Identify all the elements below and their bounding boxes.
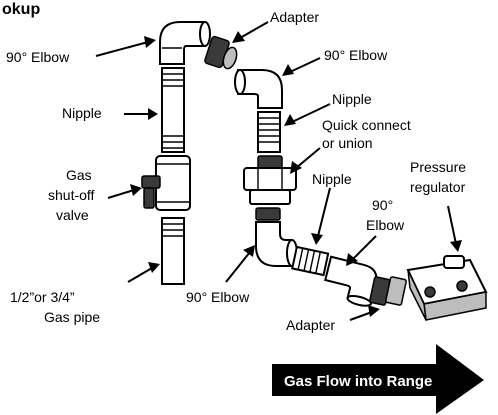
nipple-right-fitting	[258, 112, 280, 152]
elbow-top-left-fitting	[160, 22, 210, 64]
label-elbow-lower-right-1: 90°	[372, 197, 393, 213]
nipple-left-fitting	[162, 68, 184, 152]
quick-connect-union-fitting	[244, 156, 296, 204]
label-elbow-bottom: 90° Elbow	[186, 289, 250, 305]
label-gas-valve-1: Gas	[66, 167, 92, 183]
label-gas-valve-3: valve	[56, 207, 89, 223]
label-gas-pipe-1: 1/2”or 3/4”	[10, 289, 75, 305]
label-elbow-top-left: 90° Elbow	[6, 49, 70, 65]
label-elbow-top-right: 90° Elbow	[324, 47, 388, 63]
label-elbow-lower-right-2: Elbow	[366, 217, 405, 233]
heading-fragment: okup	[2, 1, 40, 18]
label-nipple-right: Nipple	[332, 91, 372, 107]
label-quick-connect-2: or union	[322, 135, 373, 151]
label-adapter-top: Adapter	[270, 9, 319, 25]
gas-flow-label: Gas Flow into Range	[284, 373, 432, 390]
label-gas-valve-2: shut-off	[48, 187, 95, 203]
elbow-top-right-fitting	[235, 70, 282, 108]
label-adapter-bottom: Adapter	[286, 317, 335, 333]
adapter-bottom-fitting	[369, 277, 406, 306]
label-pressure-regulator-1: Pressure	[410, 159, 466, 175]
label-nipple-left: Nipple	[62, 105, 102, 121]
gas-pipe-fitting	[162, 218, 184, 284]
gas-shutoff-valve-fitting	[142, 156, 190, 210]
elbow-bottom-fitting	[256, 208, 297, 266]
label-nipple-lower: Nipple	[312, 171, 352, 187]
label-quick-connect-1: Quick connect	[322, 117, 411, 133]
pressure-regulator-fitting	[408, 256, 486, 320]
gas-flow-arrow: Gas Flow into Range	[272, 344, 484, 414]
nipple-lower-fitting	[292, 247, 328, 275]
label-gas-pipe-2: Gas pipe	[44, 309, 100, 325]
label-pressure-regulator-2: regulator	[410, 179, 466, 195]
